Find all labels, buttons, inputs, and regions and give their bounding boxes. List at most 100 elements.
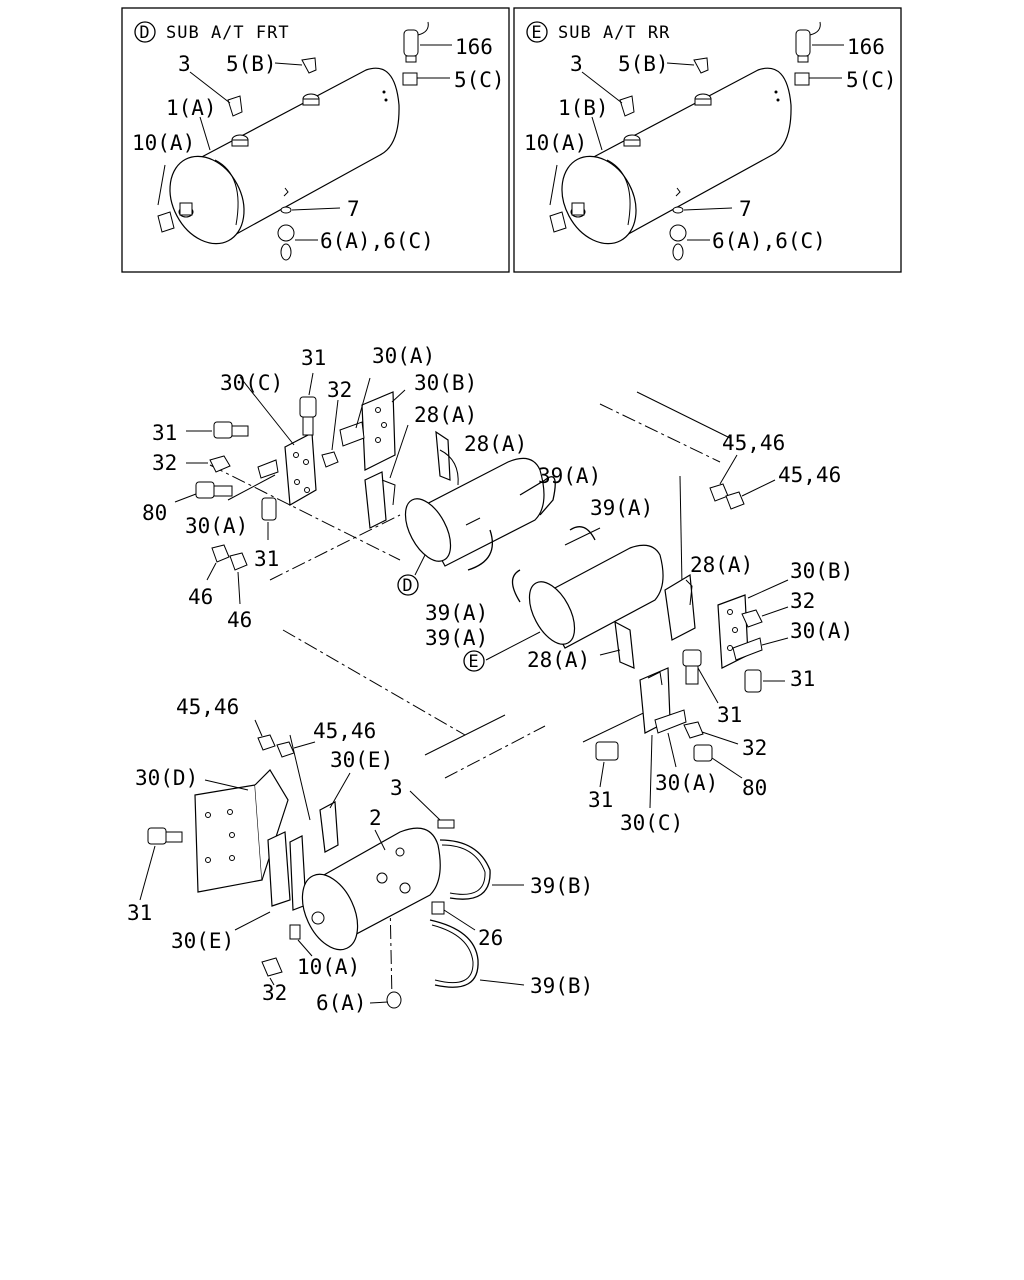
callout-letter: E: [531, 23, 542, 43]
valve-166: [795, 21, 844, 63]
label-32: 32: [262, 981, 287, 1005]
callout-circle: [134, 21, 156, 43]
label-32: 32: [152, 451, 177, 475]
label-31: 31: [152, 421, 177, 445]
elbow-5b: [274, 57, 317, 74]
label-30a: 30(A): [790, 619, 853, 643]
label-7: 7: [739, 197, 752, 221]
nut-32-right: [741, 606, 789, 628]
callout-e: E: [468, 652, 479, 672]
label-31: 31: [254, 547, 279, 571]
cock-3: [581, 71, 635, 117]
bolt-31-right: [744, 669, 785, 693]
label-80: 80: [742, 776, 767, 800]
label-5c: 5(C): [846, 68, 897, 92]
fitting-bosses: [178, 93, 320, 218]
elbow-5c: [402, 72, 450, 86]
label-80: 80: [142, 501, 167, 525]
inset-sub-at-rr: E SUB A/T RR: [513, 7, 902, 273]
label-30e: 30(E): [330, 748, 393, 772]
label-46: 46: [188, 585, 213, 609]
nut-32-mid: [683, 721, 739, 745]
ubolt-39a-e: [511, 526, 601, 603]
elbow-5b: [666, 57, 709, 74]
bolt-31-lower: [261, 497, 277, 540]
label-10a: 10(A): [132, 131, 195, 155]
nut-32-top: [321, 399, 339, 468]
air-tank: [561, 67, 792, 245]
label-6: 6(A),6(C): [320, 229, 434, 253]
label-30c: 30(C): [620, 811, 683, 835]
label-28a: 28(A): [414, 403, 477, 427]
drain-7-6: [669, 187, 733, 261]
plug-10a: [157, 164, 175, 233]
cock-3-main: [409, 790, 455, 829]
bolt-80-bottom: [693, 744, 743, 779]
label-30a: 30(A): [372, 344, 435, 368]
label-39b: 39(B): [530, 874, 593, 898]
air-tank: [169, 67, 400, 245]
label-5b: 5(B): [618, 52, 669, 76]
label-45-46: 45,46: [176, 695, 239, 719]
label-32: 32: [327, 378, 352, 402]
label-39b: 39(B): [530, 974, 593, 998]
label-39a: 39(A): [425, 626, 488, 650]
cock-3: [189, 71, 243, 117]
callout-d: D: [402, 576, 413, 596]
inset-frame: [121, 7, 510, 273]
label-31: 31: [717, 703, 742, 727]
inset-sub-at-frt: D SUB A/T FRT: [121, 7, 510, 273]
label-7: 7: [347, 197, 360, 221]
label-30a: 30(A): [655, 771, 718, 795]
hose-39b-2: [429, 919, 525, 988]
tank-e: [463, 544, 664, 672]
label-28a: 28(A): [527, 648, 590, 672]
label-3: 3: [570, 52, 583, 76]
nut-32-bottom: [261, 957, 283, 986]
bracket-30e: [234, 772, 351, 931]
label-46: 46: [227, 608, 252, 632]
label-39a: 39(A): [538, 464, 601, 488]
inset-title: SUB A/T RR: [558, 23, 670, 43]
label-5c: 5(C): [454, 68, 505, 92]
inset-frame: [513, 7, 902, 273]
label-10a: 10(A): [297, 955, 360, 979]
bolt-31-bottom-r: [595, 741, 619, 788]
bracket-30d: [194, 769, 289, 893]
drain-6a: [369, 991, 402, 1009]
centerlines: [209, 391, 731, 1001]
label-30a: 30(A): [185, 514, 248, 538]
callout-circle: [397, 574, 419, 596]
label-31: 31: [127, 901, 152, 925]
callout-letter: D: [139, 23, 150, 43]
label-39a: 39(A): [425, 601, 488, 625]
label-6a: 6(A): [316, 991, 367, 1015]
label-31: 31: [588, 788, 613, 812]
bolt-80: [174, 481, 233, 503]
label-3: 3: [178, 52, 191, 76]
label-28a: 28(A): [690, 553, 753, 577]
valve-166: [403, 21, 452, 63]
nuts-45-46-bottom: [254, 719, 316, 758]
label-10a: 10(A): [524, 131, 587, 155]
bolt-31-mid: [682, 649, 719, 704]
plate-30a-right: [732, 637, 789, 661]
fitting-bosses: [570, 93, 712, 218]
label-30d: 30(D): [135, 766, 198, 790]
inset-title: SUB A/T FRT: [166, 23, 290, 43]
label-1a: 1(A): [166, 96, 217, 120]
leader-1a: [199, 116, 211, 151]
label-30e: 30(E): [171, 929, 234, 953]
fitting-26: [431, 901, 476, 931]
nuts-45-46-top: [709, 454, 776, 510]
bracket-28a-top2: [435, 430, 459, 486]
callout-circle: [526, 21, 548, 43]
label-31: 31: [301, 346, 326, 370]
nuts-46: [206, 544, 248, 605]
label-30b: 30(B): [790, 559, 853, 583]
label-166: 166: [847, 35, 885, 59]
ubolt-39a-d1: [465, 476, 556, 571]
bracket-30c-top: [239, 376, 317, 506]
plate-30a-bottom: [654, 709, 687, 768]
label-45-46: 45,46: [778, 463, 841, 487]
